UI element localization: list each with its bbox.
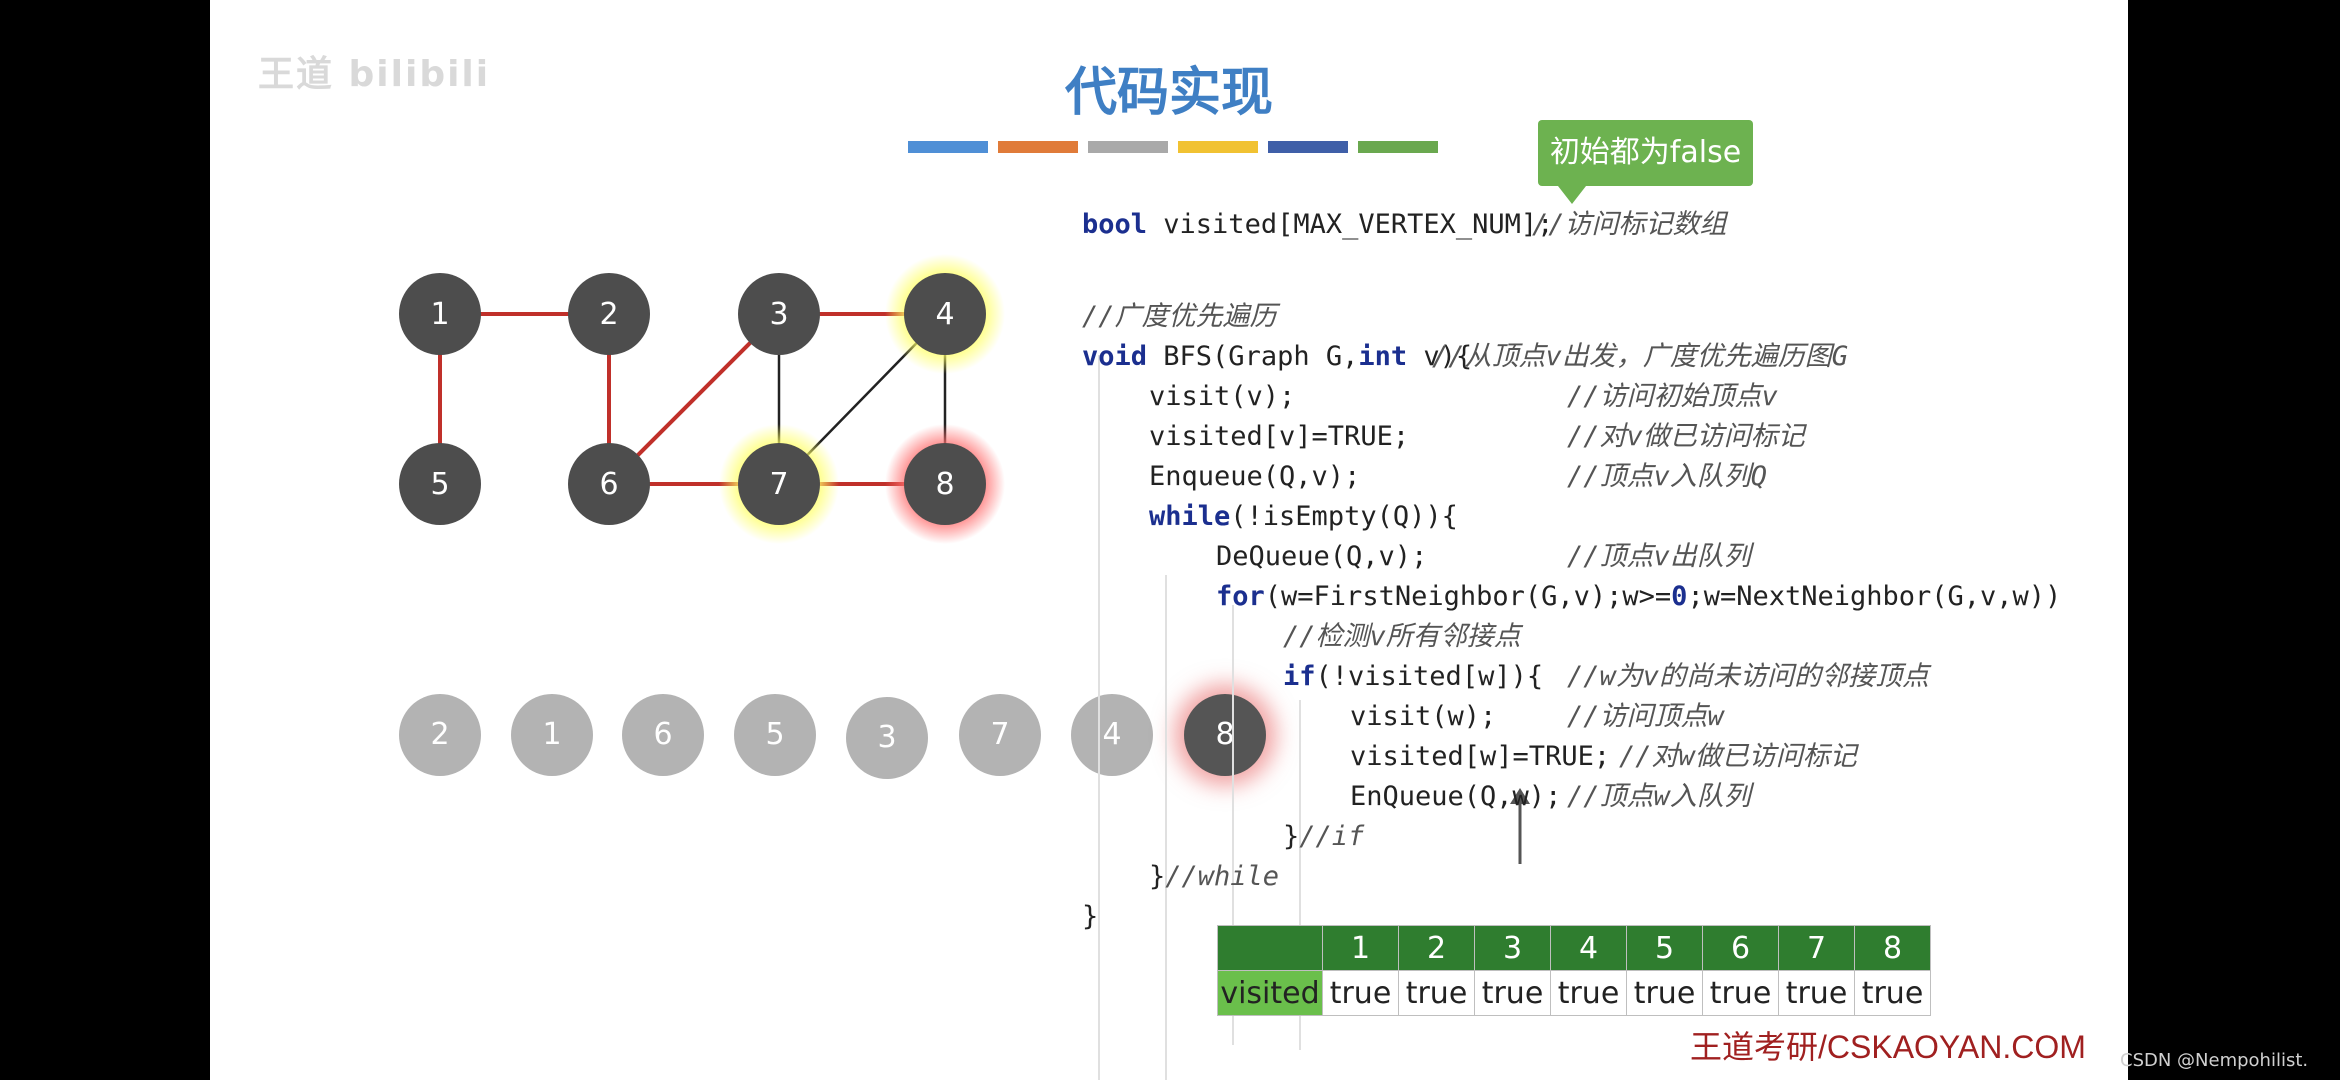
queue-item: 2: [399, 694, 481, 776]
code-comment: //顶点v出队列: [1567, 541, 1751, 572]
table-row-label: visited: [1217, 970, 1323, 1016]
table-cell: true: [1474, 970, 1551, 1016]
graph-node-6: [568, 443, 650, 525]
code-comment: //w为v的尚未访问的邻接顶点: [1567, 661, 1930, 692]
table-header-cell: 7: [1778, 925, 1855, 971]
arrow-up-icon: [1510, 788, 1530, 864]
code-line: bool visited[MAX_VERTEX_NUM];: [1082, 209, 1554, 240]
table-cell: true: [1398, 970, 1475, 1016]
table-header-cell: 1: [1322, 925, 1399, 971]
graph-node-label-4: 4: [935, 297, 954, 332]
table-header-row: 1 2 3 4 5 6 7 8: [1217, 925, 1931, 971]
graph-node-1: [399, 273, 481, 355]
table-cell: true: [1550, 970, 1627, 1016]
graph-node-4: [904, 273, 986, 355]
code-line: if(!visited[w]){: [1283, 661, 1544, 692]
table-cell: true: [1778, 970, 1855, 1016]
table-header-cell: 2: [1398, 925, 1475, 971]
graph-node-2: [568, 273, 650, 355]
gutter-line: [1098, 355, 1100, 1080]
gutter-line: [1165, 575, 1167, 1080]
code-line: visit(v);: [1149, 381, 1296, 412]
table-header-cell: 6: [1702, 925, 1779, 971]
color-bar-navy: [1268, 141, 1348, 153]
color-bar-orange: [998, 141, 1078, 153]
gutter-line: [1232, 605, 1234, 1045]
graph-node-label-5: 5: [430, 467, 449, 502]
visited-table: 1 2 3 4 5 6 7 8 visited true true true t…: [1217, 925, 1931, 1016]
table-cell: true: [1702, 970, 1779, 1016]
code-comment: //访问顶点w: [1567, 701, 1724, 732]
graph-node-8: [904, 443, 986, 525]
queue-item: 8: [1184, 694, 1266, 776]
code-comment: //顶点v入队列Q: [1567, 461, 1768, 492]
table-cell: true: [1322, 970, 1399, 1016]
speech-bubble: 初始都为false: [1538, 120, 1753, 186]
table-corner-cell: [1217, 925, 1323, 971]
code-line: void BFS(Graph G,int v){: [1082, 341, 1473, 372]
table-header-cell: 3: [1474, 925, 1551, 971]
table-row: visited true true true true true true tr…: [1217, 970, 1931, 1016]
queue-item: 6: [622, 694, 704, 776]
graph-node-7: [738, 443, 820, 525]
graph-node-label-8: 8: [935, 467, 954, 502]
code-line: }//if: [1283, 821, 1365, 852]
graph-node-label-1: 1: [430, 297, 449, 332]
queue-item: 4: [1071, 694, 1153, 776]
code-line: Enqueue(Q,v);: [1149, 461, 1361, 492]
table-header-cell: 8: [1854, 925, 1931, 971]
color-bar-grey: [1088, 141, 1168, 153]
speech-bubble-tail: [1558, 186, 1586, 204]
code-line: }//while: [1149, 861, 1280, 892]
code-line: EnQueue(Q,w);: [1350, 781, 1562, 812]
code-line: DeQueue(Q,v);: [1216, 541, 1428, 572]
queue-item: 1: [511, 694, 593, 776]
slide-title: 代码实现: [1064, 63, 1273, 123]
code-line: visited[v]=TRUE;: [1149, 421, 1410, 452]
queue-item: 5: [734, 694, 816, 776]
graph-diagram: 1 2 3 4 5 6 7 8: [399, 254, 1005, 544]
graph-node-label-2: 2: [599, 297, 618, 332]
graph-node-label-6: 6: [599, 467, 618, 502]
code-line: while(!isEmpty(Q)){: [1149, 501, 1458, 532]
table-cell: true: [1626, 970, 1703, 1016]
queue-item: 3: [846, 697, 928, 779]
queue-item: 7: [959, 694, 1041, 776]
code-line: visited[w]=TRUE;: [1350, 741, 1611, 772]
graph-node-5: [399, 443, 481, 525]
graph-node-label-3: 3: [769, 297, 788, 332]
table-header-cell: 5: [1626, 925, 1703, 971]
code-comment: //对w做已访问标记: [1619, 741, 1857, 772]
color-bar-yellow: [1178, 141, 1258, 153]
code-line: visit(w);: [1350, 701, 1497, 732]
code-comment: //广度优先遍历: [1082, 301, 1277, 332]
code-line: }: [1082, 901, 1099, 932]
gutter-line: [1299, 700, 1301, 1050]
footer-brand: 王道考研/CSKAOYAN.COM: [1690, 1029, 2086, 1065]
graph-node-3: [738, 273, 820, 355]
color-bar-green: [1358, 141, 1438, 153]
table-header-cell: 4: [1550, 925, 1627, 971]
code-comment: //访问标记数组: [1532, 209, 1727, 240]
code-comment: //顶点w入队列: [1567, 781, 1751, 812]
watermark: CSDN @Nempohilist.: [2120, 1050, 2309, 1071]
code-comment: //检测v所有邻接点: [1283, 621, 1521, 652]
code-comment: //从顶点v出发，广度优先遍历图G: [1432, 341, 1849, 372]
code-comment: //访问初始顶点v: [1567, 381, 1778, 412]
code-line: for(w=FirstNeighbor(G,v);w>=0;w=NextNeig…: [1216, 581, 2062, 612]
table-cell: true: [1854, 970, 1931, 1016]
graph-node-label-7: 7: [769, 467, 788, 502]
code-comment: //对v做已访问标记: [1567, 421, 1805, 452]
color-bar-blue: [908, 141, 988, 153]
logo-watermark: 王道 bilibili: [258, 54, 491, 95]
